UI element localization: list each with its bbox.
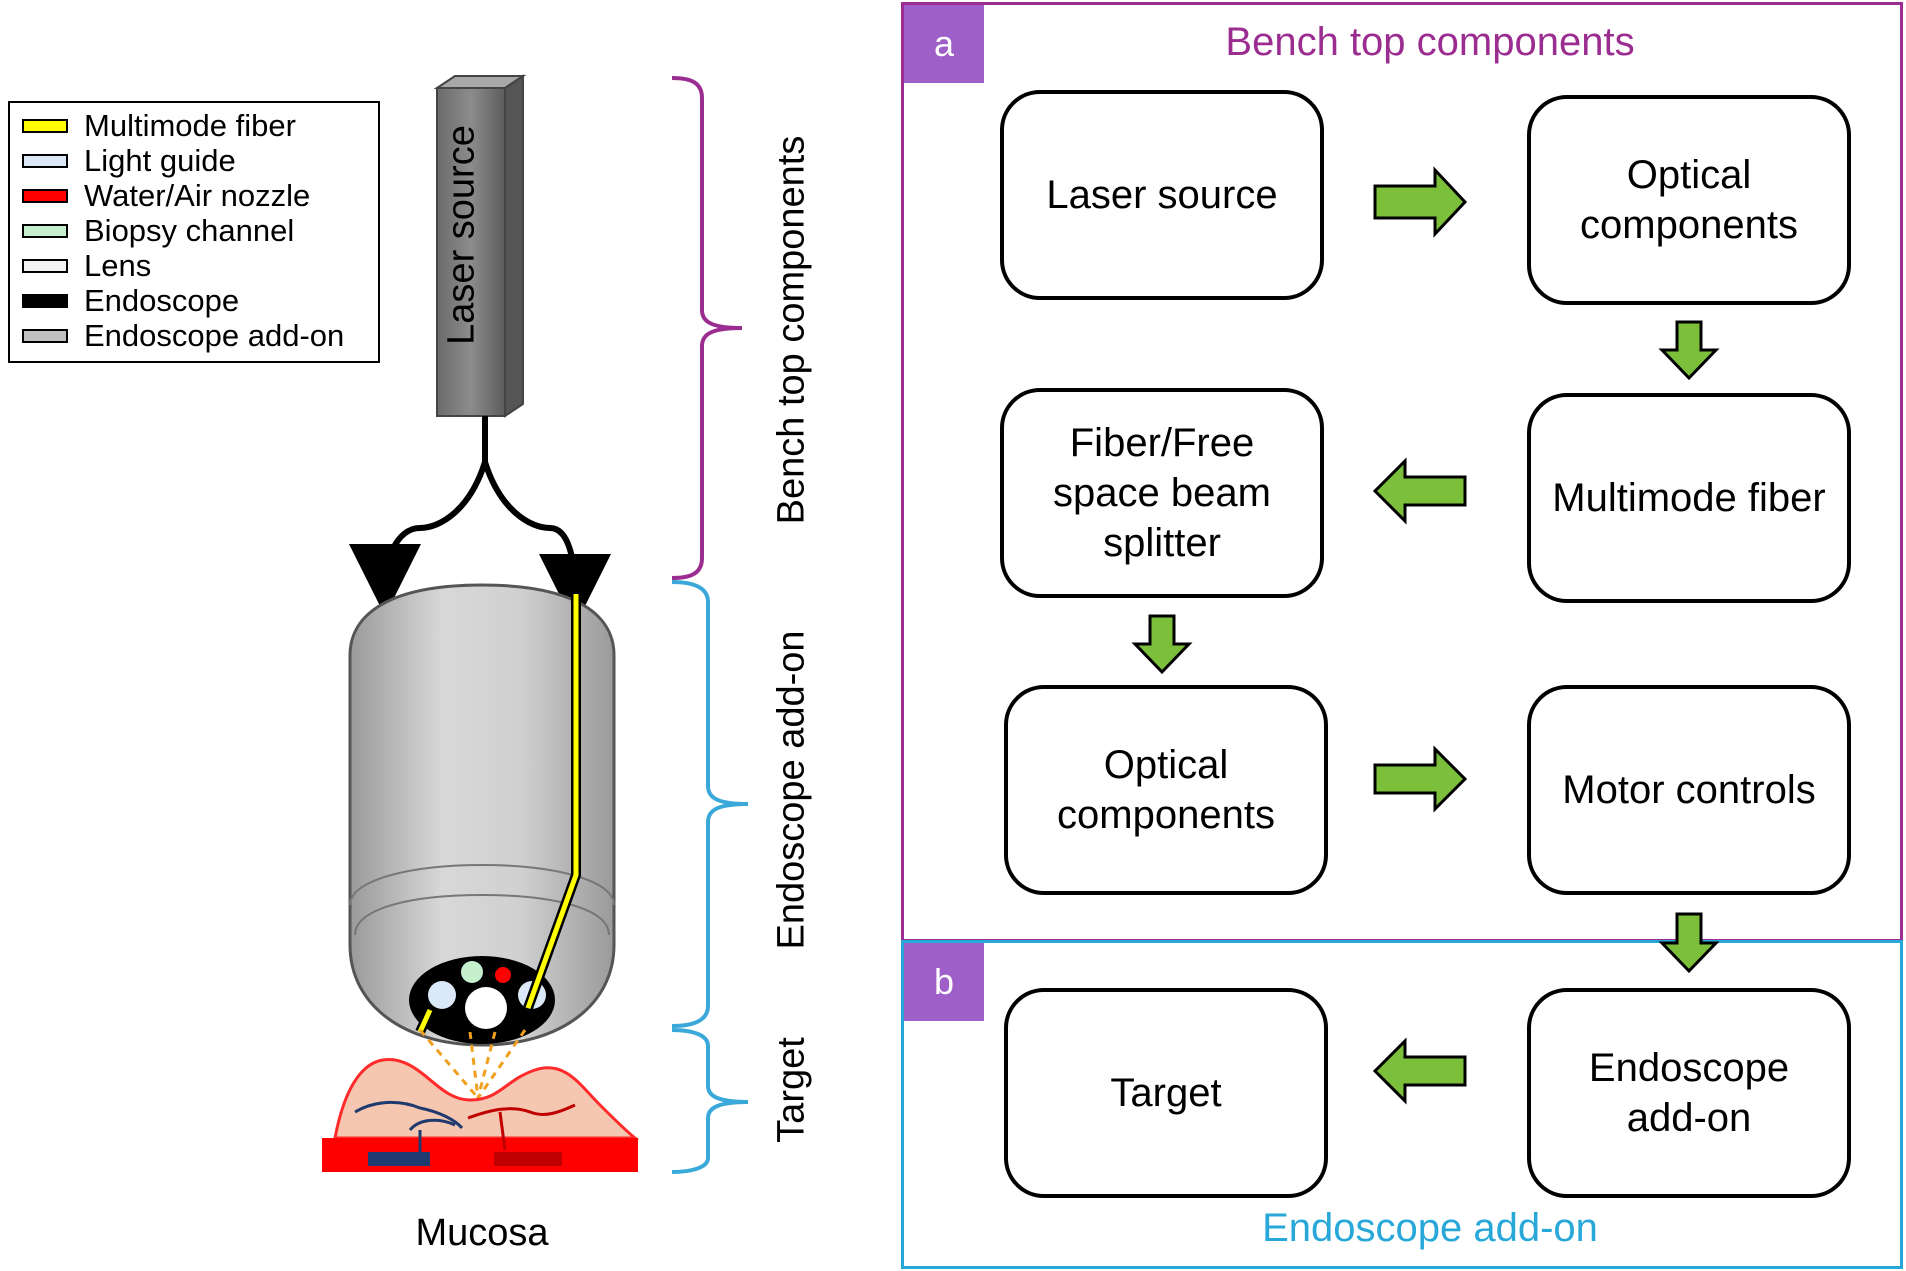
panel-b-title: Endoscope add-on [1262, 1206, 1598, 1250]
box-laser-source: Laser source [1000, 90, 1324, 300]
legend-label: Light guide [84, 143, 236, 178]
laser-source-label: Laser source [440, 125, 483, 345]
legend-label: Endoscope [84, 283, 240, 318]
box-motor-controls: Motor controls [1527, 685, 1851, 895]
box-beam-splitter: Fiber/Free space beam splitter [1000, 388, 1324, 598]
multimode-fiber-swatch [22, 119, 68, 133]
multimode-fiber [415, 594, 581, 1035]
lens-swatch [22, 259, 68, 273]
target-bracket-label: Target [770, 1037, 813, 1143]
box-optical-components-1: Optical components [1527, 95, 1851, 305]
laser-beams [418, 1029, 527, 1099]
legend-item-lens: Lens [22, 248, 152, 283]
legend-label: Water/Air nozzle [84, 178, 311, 213]
light-guide-circle [428, 981, 456, 1009]
biopsy-channel-circle [461, 961, 483, 983]
box-endoscope-add-on: Endoscope add-on [1527, 988, 1851, 1198]
addon-bracket-label: Endoscope add-on [770, 630, 813, 950]
box-optical-components-2: Optical components [1004, 685, 1328, 895]
panel-b-tag: b [904, 943, 984, 1021]
panel-a-tag: a [904, 5, 984, 83]
mucosa-label: Mucosa [415, 1212, 549, 1254]
split-arrows [349, 416, 611, 626]
water-air-nozzle-swatch [22, 189, 68, 203]
laser-source-block [433, 74, 527, 418]
endoscope-add-on-body [348, 583, 616, 1047]
legend-label: Lens [84, 248, 152, 283]
target-bracket [671, 1028, 749, 1174]
legend-item-biopsy-channel: Biopsy channel [22, 213, 295, 248]
lens-circle [465, 987, 507, 1029]
legend-item-endoscope: Endoscope [22, 283, 240, 318]
legend-label: Endoscope add-on [84, 318, 345, 353]
endoscope-illustration [322, 74, 749, 1174]
bench-bracket-label: Bench top components [770, 135, 813, 525]
legend-item-multimode-fiber: Multimode fiber [22, 108, 296, 143]
endoscope-tip [409, 956, 555, 1044]
water-air-nozzle-circle [495, 967, 511, 983]
endoscope-swatch [22, 294, 68, 308]
legend-item-light-guide: Light guide [22, 143, 236, 178]
box-multimode-fiber: Multimode fiber [1527, 393, 1851, 603]
panel-b: b [901, 940, 1903, 1269]
mucosa-tissue [322, 1057, 640, 1172]
box-target: Target [1004, 988, 1328, 1198]
legend-item-water-air-nozzle: Water/Air nozzle [22, 178, 311, 213]
legend: Multimode fiber Light guide Water/Air no… [8, 101, 380, 363]
endoscope-add-on-swatch [22, 329, 68, 343]
panel-a-title: Bench top components [1225, 20, 1635, 64]
light-guide-swatch [22, 154, 68, 168]
legend-item-endoscope-add-on: Endoscope add-on [22, 318, 345, 353]
bench-bracket [671, 76, 743, 580]
biopsy-channel-swatch [22, 224, 68, 238]
addon-bracket [671, 580, 749, 1028]
legend-label: Biopsy channel [84, 213, 295, 248]
legend-label: Multimode fiber [84, 108, 296, 143]
